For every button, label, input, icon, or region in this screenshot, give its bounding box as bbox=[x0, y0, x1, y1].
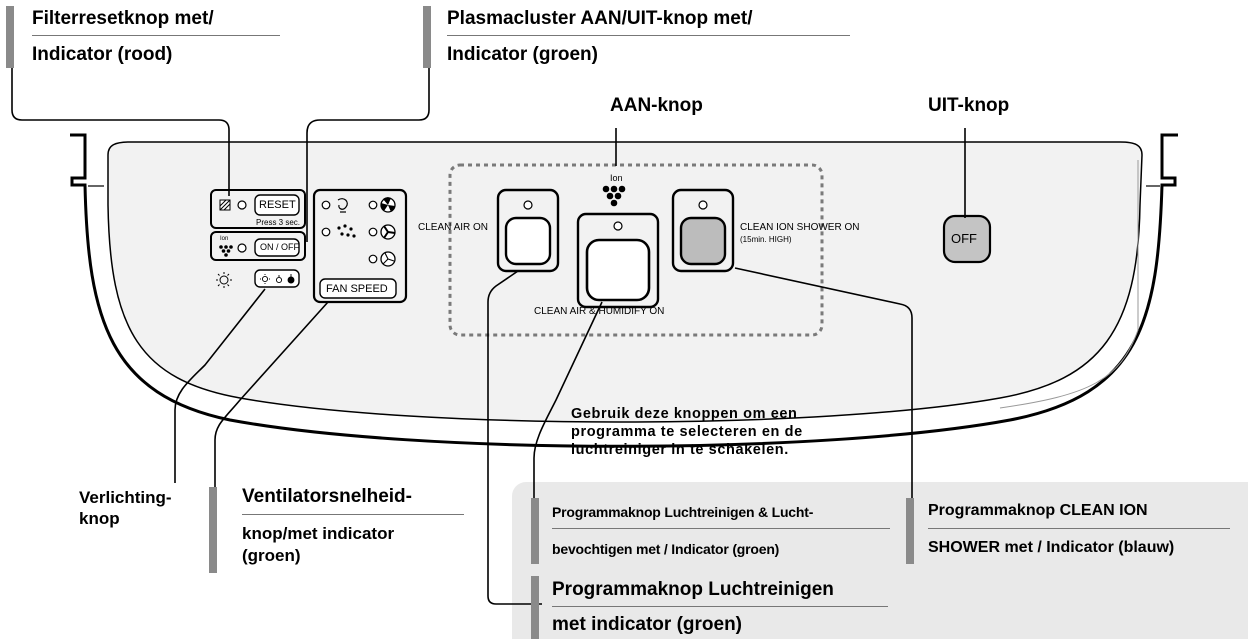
leader-plasmacluster bbox=[306, 66, 430, 242]
leader-humidify bbox=[533, 301, 603, 506]
clean-air-humidify-button bbox=[585, 238, 651, 302]
shower-callout-line1: Programmaknop CLEAN ION bbox=[928, 502, 1148, 519]
clean-air-on-label: CLEAN AIR ON bbox=[418, 222, 489, 233]
reset-button-label: RESET bbox=[259, 199, 296, 211]
fan-medium-icon bbox=[380, 224, 396, 240]
clean-air-callout-line1: Programmaknop Luchtreinigen bbox=[552, 579, 834, 600]
filter-reset-callout-line2: Indicator (rood) bbox=[32, 44, 173, 65]
fan-speed-button-label: FAN SPEED bbox=[326, 283, 388, 295]
pollen-icon bbox=[337, 224, 356, 238]
on-button-callout: AAN-knop bbox=[610, 95, 703, 116]
clean-ion-shower-label: CLEAN ION SHOWER ON bbox=[740, 222, 860, 233]
leader-fan-speed bbox=[214, 301, 329, 487]
humidify-callout-line1: Programmaknop Luchtreinigen & Lucht- bbox=[552, 504, 814, 520]
light-callout-line1: Verlichting- bbox=[79, 488, 172, 507]
light-icon bbox=[216, 272, 232, 288]
usage-note: Gebruik deze knoppen om een programma te… bbox=[571, 405, 911, 459]
callout-backdrop bbox=[512, 482, 1248, 639]
usage-note-line1: Gebruik deze knoppen om een bbox=[571, 406, 798, 422]
shower-sub-label: (15min. HIGH) bbox=[740, 235, 792, 244]
light-levels-icon bbox=[260, 274, 295, 284]
leader-filter-reset bbox=[11, 66, 230, 196]
device-body-outline bbox=[70, 133, 1178, 448]
usage-note-line3: luchtreiniger in te schakelen. bbox=[571, 442, 789, 458]
clean-ion-shower-button bbox=[679, 216, 727, 266]
clean-air-humidify-label: CLEAN AIR & HUMIDIFY ON bbox=[534, 306, 665, 317]
shower-callout-line2: SHOWER met / Indicator (blauw) bbox=[928, 539, 1175, 556]
fan-callout-line1: Ventilatorsnelheid- bbox=[242, 486, 412, 507]
clean-air-on-button bbox=[504, 216, 552, 266]
fan-speed-panel bbox=[312, 188, 408, 304]
filter-indicator bbox=[237, 200, 247, 210]
leader-clean-air bbox=[487, 270, 542, 605]
ion-small-label: Ion bbox=[220, 236, 229, 242]
onoff-button bbox=[254, 238, 300, 257]
filter-reset-callout-line1: Filterresetknop met/ bbox=[32, 8, 214, 29]
reset-button bbox=[254, 194, 300, 216]
leader-shower bbox=[734, 267, 913, 506]
fan-speed-button bbox=[319, 278, 397, 299]
onoff-button-label: ON / OFF bbox=[260, 242, 299, 252]
press-hint: Press 3 sec. bbox=[256, 218, 301, 227]
clean-air-indicator bbox=[523, 200, 533, 210]
humidify-callout-line2: bevochtigen met / Indicator (groen) bbox=[552, 541, 780, 557]
ion-logo-icon bbox=[602, 185, 626, 207]
fan-callout-line2: knop/met indicator bbox=[242, 524, 395, 543]
usage-note-line2: programma te selecteren en de bbox=[571, 424, 803, 440]
off-button-label: OFF bbox=[951, 231, 977, 246]
off-button-callout: UIT-knop bbox=[928, 95, 1010, 116]
shower-indicator bbox=[698, 200, 708, 210]
plasmacluster-callout-line2: Indicator (groen) bbox=[447, 44, 598, 65]
plasmacluster-icon bbox=[219, 245, 233, 257]
humidify-indicator bbox=[613, 221, 623, 231]
plasmacluster-callout-line1: Plasmacluster AAN/UIT-knop met/ bbox=[447, 8, 753, 29]
on-button-group-frame bbox=[448, 163, 824, 337]
auto-fan-icon bbox=[337, 198, 348, 213]
leader-light bbox=[174, 288, 266, 483]
fan-callout-line3: (groen) bbox=[242, 546, 301, 565]
clean-air-callout-line2: met indicator (groen) bbox=[552, 614, 743, 635]
light-callout-line2: knop bbox=[79, 509, 120, 528]
ion-logo-label: Ion bbox=[610, 173, 623, 183]
plasmacluster-indicator bbox=[237, 243, 247, 253]
fan-high-icon bbox=[380, 197, 396, 213]
off-button bbox=[942, 214, 992, 264]
fan-low-icon bbox=[380, 251, 396, 267]
